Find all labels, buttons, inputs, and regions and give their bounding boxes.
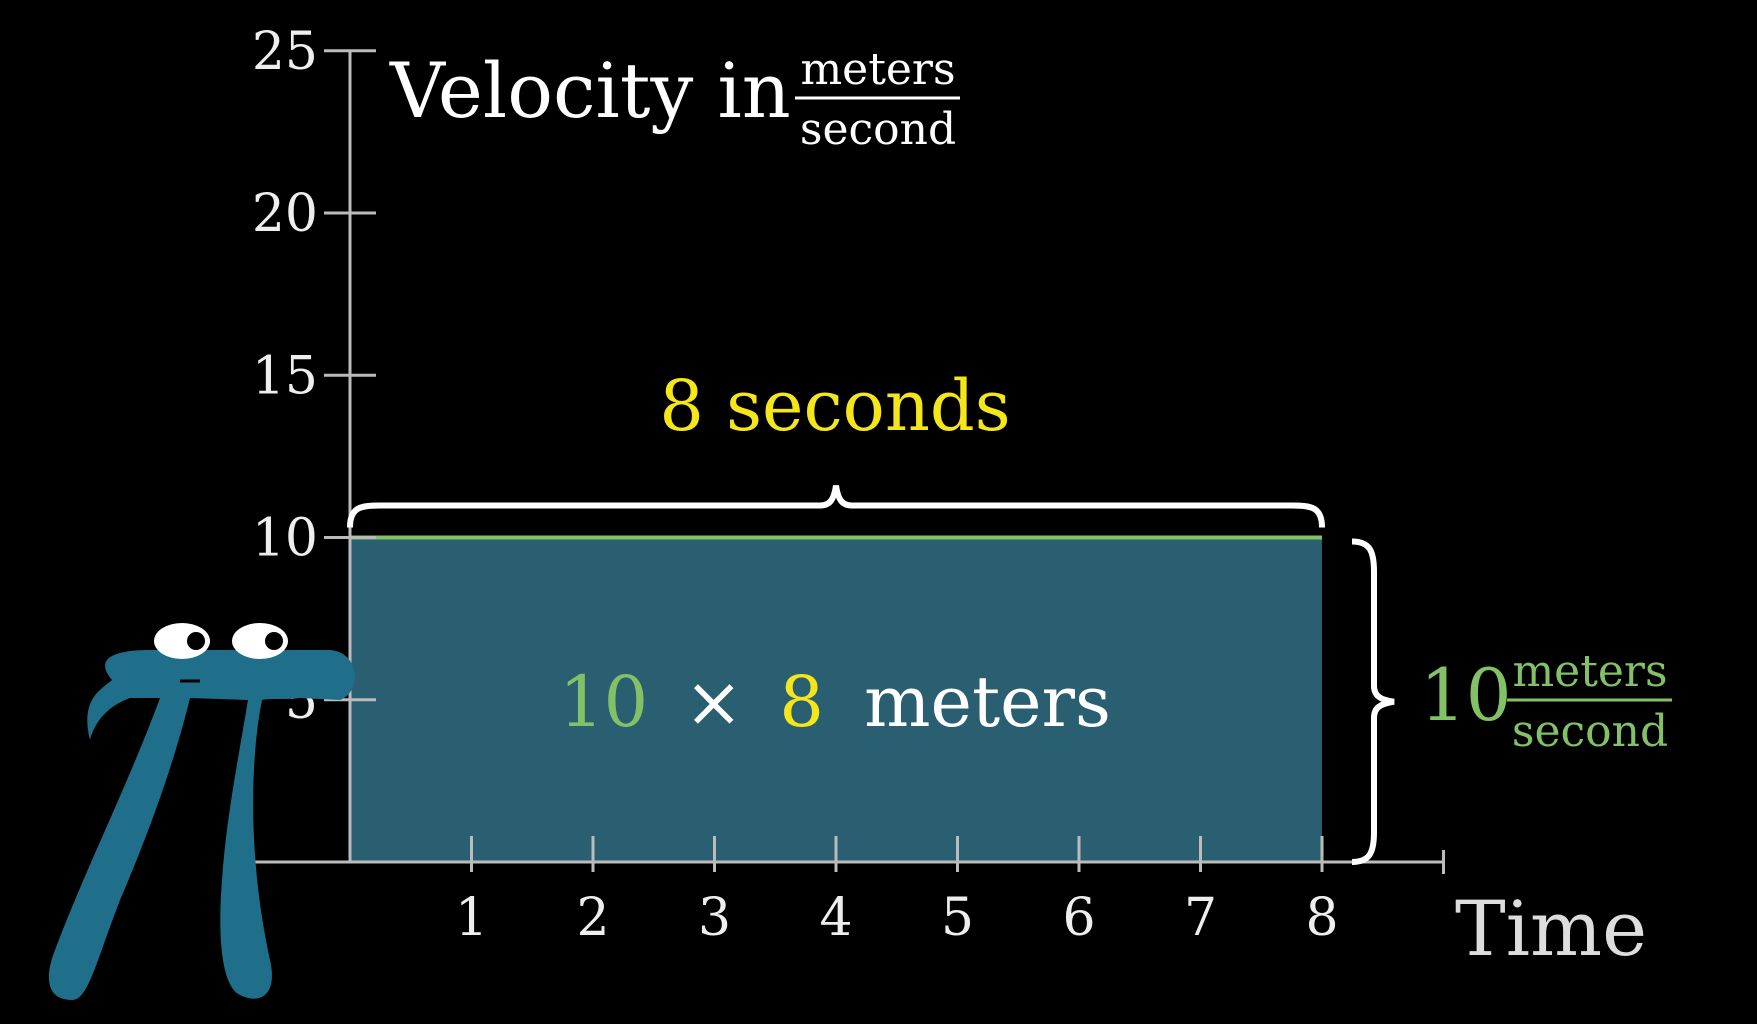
area-label-b: 8 (779, 661, 824, 743)
area-label-times: × (684, 661, 743, 743)
area-layer (350, 535, 1322, 862)
right-brace (1351, 538, 1395, 865)
title-unit-denominator: second (800, 104, 956, 155)
area-label-unit: meters (864, 661, 1111, 743)
x-axis-label: Time (1455, 884, 1647, 973)
pi-creature-icon (48, 623, 355, 1000)
pi-right-pupil (265, 632, 283, 650)
area-label-a: 10 (559, 661, 648, 743)
x-tick-label-4: 4 (819, 888, 852, 948)
y-tick-label-15: 15 (252, 346, 318, 406)
pi-body (48, 650, 355, 1000)
x-tick-label-7: 7 (1184, 888, 1217, 948)
x-tick-label-6: 6 (1062, 888, 1095, 948)
title-unit-numerator: meters (800, 44, 955, 95)
chart-title: Velocity in (389, 46, 791, 135)
x-tick-label-1: 1 (455, 888, 488, 948)
y-tick-label-20: 20 (252, 184, 318, 244)
top-brace-label: 8 seconds (659, 365, 1010, 447)
x-tick-label-3: 3 (698, 888, 731, 948)
pi-left-pupil (187, 632, 205, 650)
annotations (347, 485, 1395, 865)
area-label: 10 × 8 meters (559, 661, 1111, 743)
y-tick-label-25: 25 (252, 22, 318, 82)
right-brace-denominator: second (1512, 706, 1668, 757)
right-brace-value: 10 (1420, 653, 1512, 737)
x-tick-label-8: 8 (1305, 888, 1338, 948)
velocity-area (350, 537, 1322, 862)
top-brace (347, 485, 1325, 528)
y-tick-label-10: 10 (252, 509, 318, 569)
x-tick-label-5: 5 (941, 888, 974, 948)
right-brace-numerator: meters (1512, 646, 1667, 697)
x-tick-label-2: 2 (576, 888, 609, 948)
